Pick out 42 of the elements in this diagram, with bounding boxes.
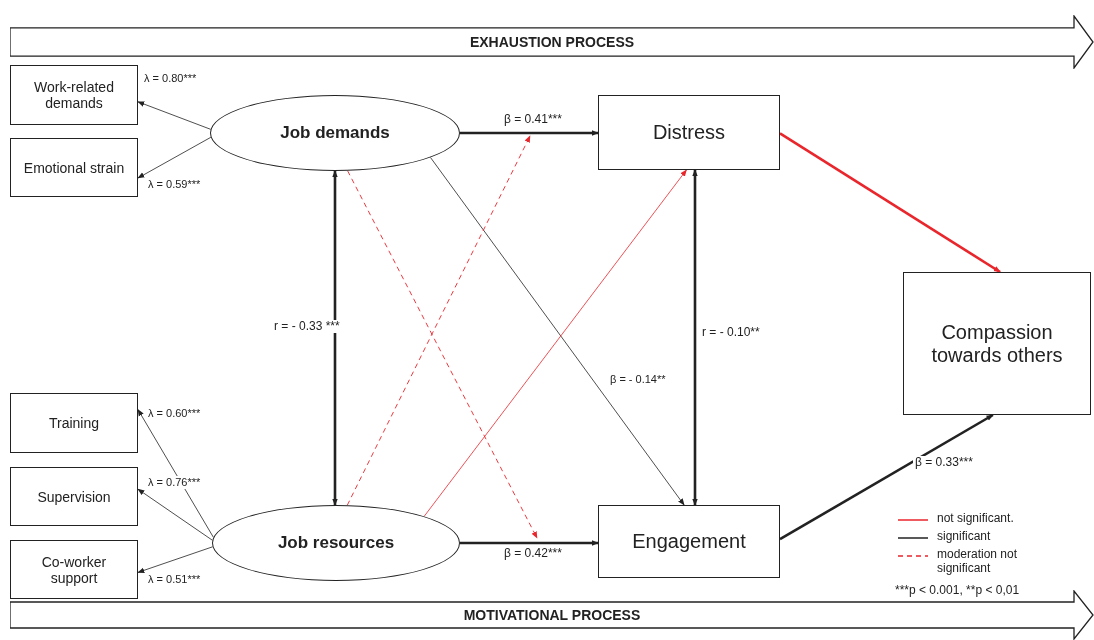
construct-box (598, 505, 780, 578)
edge-label: β = - 0.14** (608, 373, 668, 386)
arrow (779, 413, 994, 541)
arrow (460, 130, 599, 136)
construct-box (10, 540, 138, 599)
band-label: EXHAUSTION PROCESS (468, 34, 636, 50)
arrow (460, 540, 599, 546)
construct-box (903, 272, 1091, 415)
legend-label: not significant. (937, 511, 1015, 525)
legend-label: moderation not significant (937, 547, 1019, 575)
construct-box (10, 138, 138, 197)
edge-label: λ = 0.76*** (146, 476, 203, 489)
construct-box (10, 65, 138, 125)
arrow (779, 132, 1001, 274)
edge-label: r = - 0.33 *** (272, 320, 342, 333)
edge-label: λ = 0.80*** (142, 72, 199, 85)
process-band-arrow (10, 15, 1094, 69)
construct-box (598, 95, 780, 170)
edge-label: r = - 0.10** (700, 326, 762, 339)
node-label: Training (47, 415, 101, 431)
construct-box (10, 467, 138, 526)
construct-box (10, 393, 138, 453)
edge-label: β = 0.41*** (502, 113, 564, 126)
edge-label: β = 0.42*** (502, 547, 564, 560)
node-label: Engagement (631, 530, 747, 553)
band-label: MOTIVATIONAL PROCESS (462, 607, 642, 623)
edge-label: β = 0.33*** (913, 456, 975, 469)
node-label: Job resources (276, 533, 396, 553)
arrow (332, 170, 338, 506)
node-label: Distress (651, 121, 727, 144)
edge-label: λ = 0.59*** (146, 178, 203, 191)
significance-note: ***p < 0.001, **p < 0,01 (895, 583, 1020, 597)
arrow (692, 169, 698, 506)
node-label: Emotional strain (22, 159, 126, 176)
edge-label: λ = 0.60*** (146, 407, 203, 420)
node-label: Job demands (279, 123, 391, 143)
legend-label: significant (937, 529, 992, 543)
node-label: Supervision (36, 488, 112, 505)
node-label: Work-related demands (33, 79, 115, 111)
node-label: Co-worker support (40, 553, 108, 586)
node-label: Compassion towards others (930, 320, 1064, 367)
edge-label: λ = 0.51*** (146, 573, 203, 586)
